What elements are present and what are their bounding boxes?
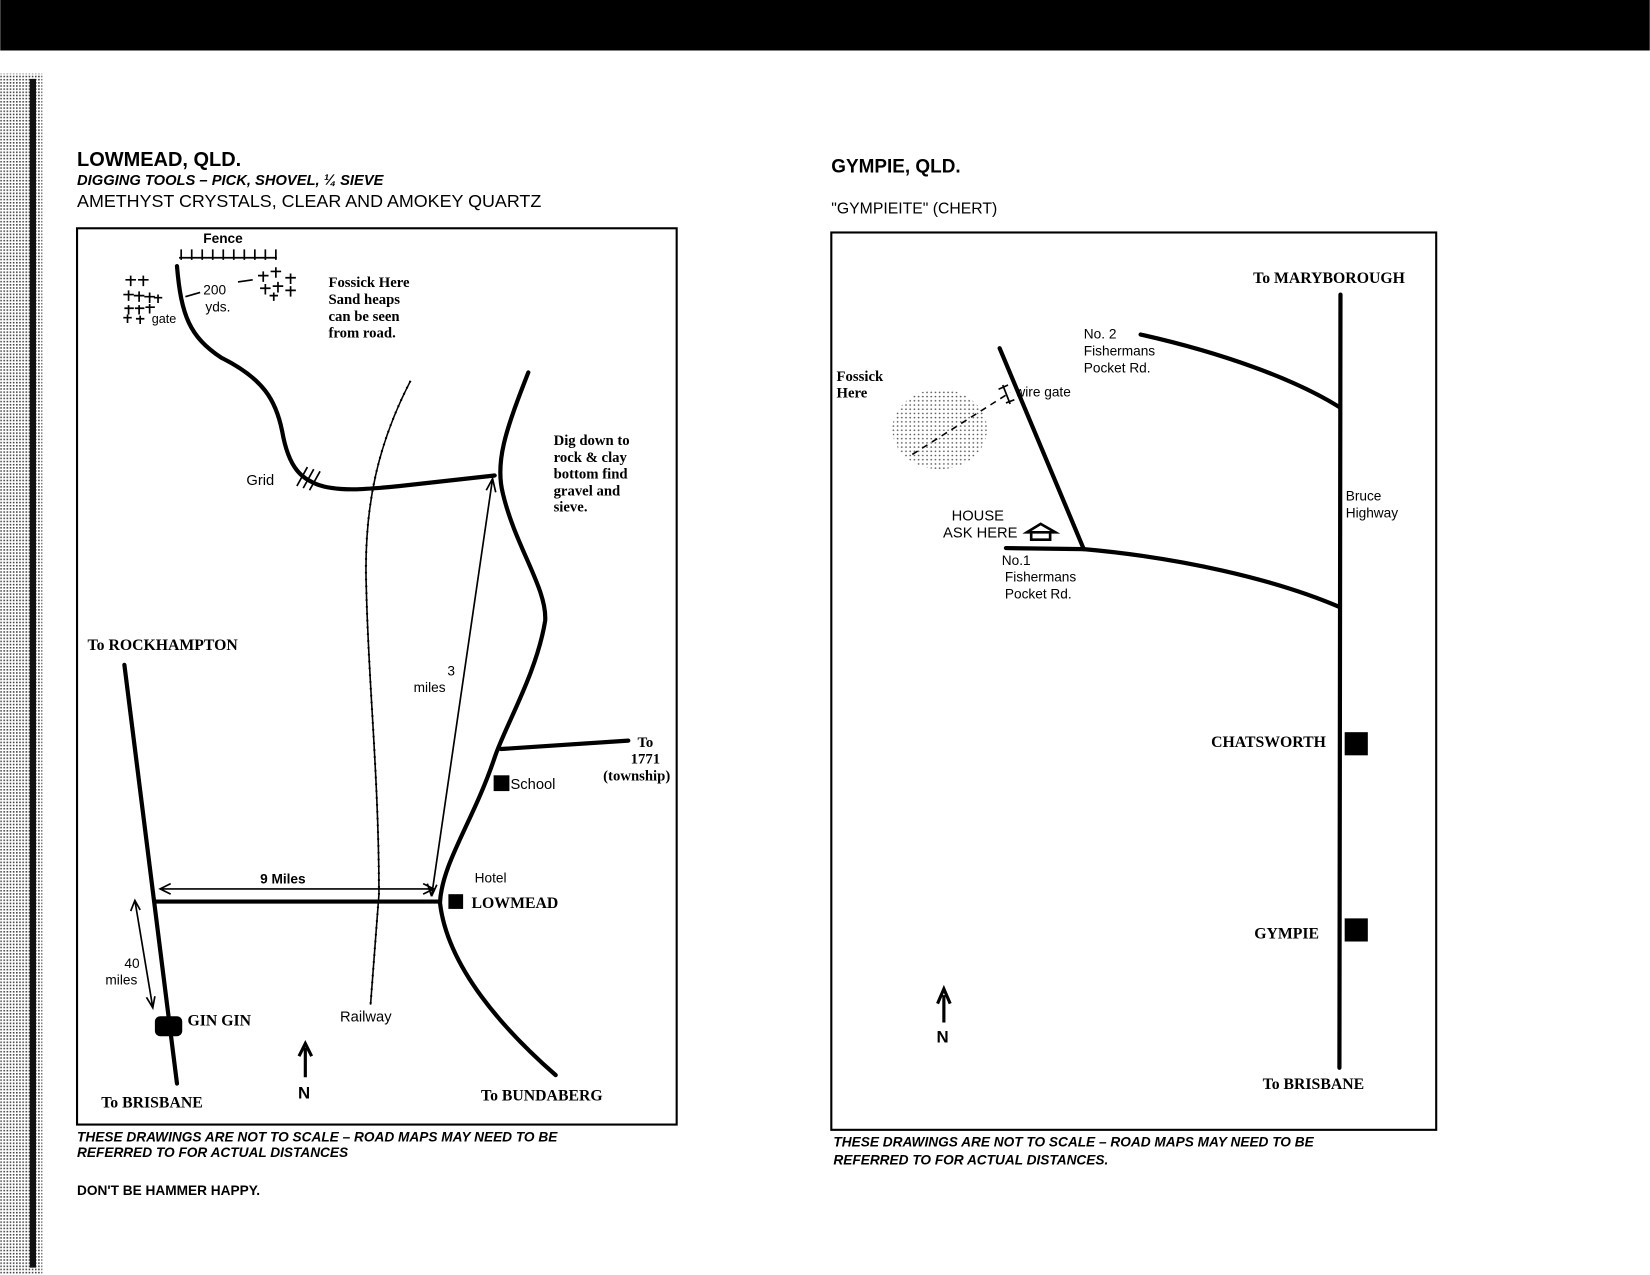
lowmead-map-frame: [75, 227, 678, 1126]
north-label: N: [298, 1083, 310, 1102]
gympie-map: To MARYBOROUGH No. 2 Fishermans Pocket R…: [837, 270, 1405, 1093]
digging-tools: DIGGING TOOLS – PICK, SHOVEL, ¼ SIEVE: [77, 173, 385, 189]
no2-road-label: No. 2 Fishermans Pocket Rd.: [1084, 327, 1159, 376]
no1-road: [1003, 545, 1342, 610]
gate-label: gate: [152, 312, 177, 326]
distance-200: 200: [203, 283, 226, 298]
lowmead-label: LOWMEAD: [472, 895, 559, 912]
disclaimer: THESE DRAWINGS ARE NOT TO SCALE – ROAD M…: [77, 1129, 561, 1160]
north-arrow-icon: [936, 984, 952, 1023]
arrow-icon: [185, 278, 253, 298]
dig-note: Dig down to rock & clay bottom find grav…: [554, 433, 634, 515]
wire-gate-label: wire gate: [1014, 385, 1070, 400]
lowmead-section: LOWMEAD, QLD. DIGGING TOOLS – PICK, SHOV…: [75, 149, 678, 1198]
fossick-here-label: Fossick Here: [837, 369, 887, 402]
bruce-highway-label: Bruce Highway: [1346, 489, 1399, 521]
gympie-town-label: GYMPIE: [1254, 925, 1319, 942]
to-bundaberg-label: To BUNDABERG: [481, 1087, 603, 1104]
forty-label: 40: [124, 956, 140, 971]
hotel-marker-icon: [448, 894, 464, 909]
nine-miles-arrow: [158, 882, 436, 895]
railway-track: [365, 380, 412, 1005]
lowmead-map: Fence 200 yds. gate Fossick Here Sand he…: [88, 231, 671, 1112]
wire-gate-icon: [998, 384, 1015, 405]
hammer-note: DON'T BE HAMMER HAPPY.: [77, 1183, 260, 1198]
railway-line: [364, 380, 412, 1005]
binding-shadow: [29, 78, 37, 1268]
forty-miles-label: miles: [105, 973, 137, 988]
hotel-label: Hotel: [475, 871, 507, 886]
grid-icon: [296, 466, 321, 491]
side-road: [997, 346, 1086, 552]
grid-label: Grid: [246, 473, 274, 489]
school-label: School: [510, 777, 555, 793]
three-label: 3: [447, 663, 455, 678]
fence-label: Fence: [203, 231, 243, 246]
to-maryborough-label: To MARYBOROUGH: [1253, 270, 1405, 287]
to-rockhampton-label: To ROCKHAMPTON: [88, 637, 239, 654]
main-road: [437, 370, 558, 1078]
path-to-fossick: [911, 391, 1011, 456]
mineral-label: "GYMPIEITE" (CHERT): [831, 201, 997, 218]
north-label: N: [937, 1028, 949, 1047]
bruce-highway: [1337, 292, 1343, 1070]
school-marker-icon: [493, 775, 510, 792]
house-icon: [1022, 522, 1061, 541]
gympie-marker-icon: [1344, 918, 1368, 942]
forty-miles-arrow: [129, 898, 156, 1011]
disclaimer: THESE DRAWINGS ARE NOT TO SCALE – ROAD M…: [833, 1135, 1317, 1168]
minerals: AMETHYST CRYSTALS, CLEAR AND AMOKEY QUAR…: [77, 191, 541, 211]
chatsworth-label: CHATSWORTH: [1211, 734, 1326, 751]
gympie-map-frame: [830, 231, 1438, 1131]
gin-gin-marker-icon: [154, 1016, 183, 1037]
chatsworth-marker-icon: [1344, 732, 1368, 756]
three-miles-arrow: [426, 476, 497, 897]
road-to-1771: [498, 738, 631, 752]
quartz-marks-icon: [257, 267, 296, 301]
top-black-bar: [0, 0, 1650, 51]
to-1771-label: To 1771 (township): [603, 735, 670, 785]
fence-icon: [179, 249, 277, 260]
no2-road: [1138, 332, 1342, 410]
page-title: GYMPIE, QLD.: [831, 157, 960, 178]
page-title: LOWMEAD, QLD.: [77, 149, 241, 171]
fossick-note: Fossick Here Sand heaps can be seen from…: [328, 275, 413, 341]
gin-gin-label: GIN GIN: [188, 1013, 252, 1030]
to-brisbane-label: To BRISBANE: [101, 1095, 203, 1112]
no1-road-label: No.1 Fishermans Pocket Rd.: [1002, 553, 1080, 602]
miles-label: miles: [414, 680, 446, 695]
railway-label: Railway: [340, 1009, 392, 1025]
yds-label: yds.: [205, 299, 230, 314]
nine-miles-label: 9 Miles: [260, 872, 306, 887]
track-road: [174, 264, 497, 492]
north-arrow-icon: [297, 1040, 314, 1078]
highway-road: [122, 662, 180, 1086]
quartz-marks-icon: [123, 275, 163, 325]
gympie-section: GYMPIE, QLD. "GYMPIEITE" (CHERT) To MARY…: [830, 157, 1438, 1168]
to-brisbane-label: To BRISBANE: [1263, 1076, 1365, 1093]
house-label: HOUSE ASK HERE: [943, 509, 1018, 542]
fossick-area: [892, 389, 988, 470]
